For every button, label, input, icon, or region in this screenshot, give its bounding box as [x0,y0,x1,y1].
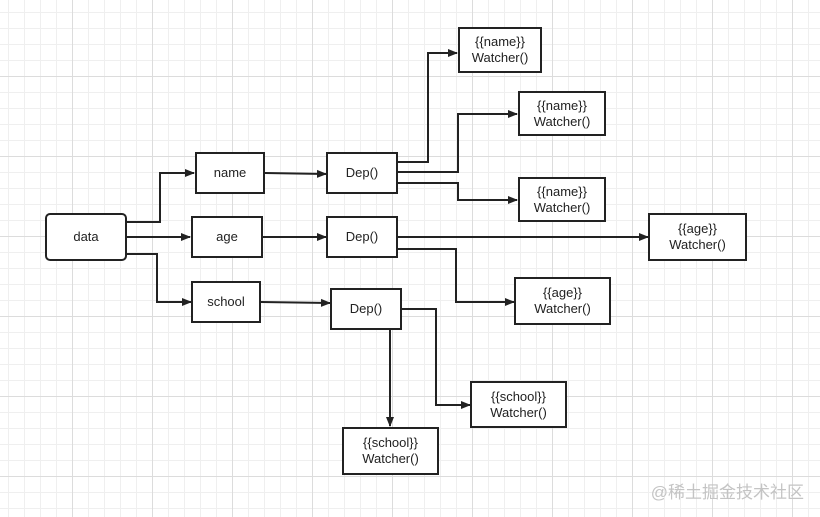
node-watcher-name-3[interactable]: {{name}} Watcher() [518,177,606,222]
edge-name-to-dep [264,169,327,178]
node-school-label: school [207,294,245,309]
node-watcher-school-1[interactable]: {{school}} Watcher() [470,381,567,428]
node-dep-school-label: Dep() [349,301,383,316]
watcher-school-2-line1: {{school}} [363,435,418,450]
watcher-name-3-line2: Watcher() [533,199,591,215]
node-watcher-school-2[interactable]: {{school}} Watcher() [342,427,439,475]
node-watcher-name-1[interactable]: {{name}} Watcher() [458,27,542,73]
watcher-name-2-line2: Watcher() [533,113,591,129]
node-watcher-age-2[interactable]: {{age}} Watcher() [514,277,611,325]
edge-school-to-dep [260,298,331,307]
node-data-label: data [73,229,99,244]
edge-data-to-school [127,253,192,306]
watcher-name-1-line2: Watcher() [471,50,529,65]
node-school[interactable]: school [191,281,261,323]
node-dep-age-label: Dep() [345,229,379,244]
node-data[interactable]: data [45,213,127,261]
node-name[interactable]: name [195,152,265,194]
watermark-text: @稀土掘金技术社区 [650,483,804,502]
edge-dep-name-to-watcher-name-1 [398,49,458,163]
node-age-label: age [216,229,238,244]
edge-dep-name-to-watcher-name-3 [398,182,518,204]
watcher-name-1-line1: {{name}} [475,34,525,49]
watcher-age-2-line2: Watcher() [534,301,591,316]
node-watcher-age-1[interactable]: {{age}} Watcher() [648,213,747,261]
node-age[interactable]: age [191,216,263,258]
node-dep-name[interactable]: Dep() [326,152,398,194]
node-dep-age[interactable]: Dep() [326,216,398,258]
edge-dep-name-to-watcher-name-2 [398,110,518,173]
watcher-age-2-line1: {{age}} [542,285,583,300]
node-watcher-name-2[interactable]: {{name}} Watcher() [518,91,606,136]
watcher-school-2-line2: Watcher() [362,451,419,466]
edge-data-to-name [127,169,195,223]
node-dep-name-label: Dep() [345,165,379,180]
watcher-name-2-line1: {{name}} [537,97,587,113]
watcher-school-1-line2: Watcher() [490,404,547,420]
watcher-age-1-line2: Watcher() [669,237,726,252]
watcher-name-3-line1: {{name}} [537,183,587,199]
node-name-label: name [213,165,247,180]
node-dep-school[interactable]: Dep() [330,288,402,330]
watcher-age-1-line1: {{age}} [677,221,718,236]
edge-dep-school-to-watcher-school-1 [402,308,471,409]
edge-dep-age-to-watcher-age-2 [398,248,515,306]
watcher-school-1-line1: {{school}} [491,388,546,404]
